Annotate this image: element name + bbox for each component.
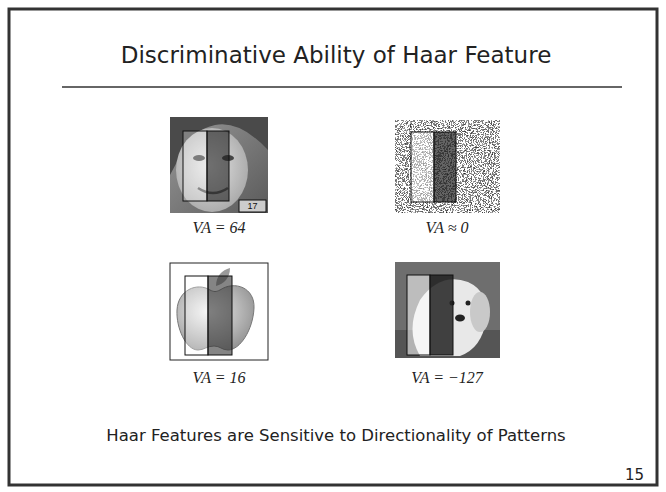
apple-image — [170, 263, 268, 360]
dog-image — [395, 262, 500, 358]
feature-value: VA ≈ 0 — [426, 219, 469, 237]
feature-value: VA = 16 — [193, 369, 246, 387]
slide-caption: Haar Features are Sensitive to Direction… — [106, 426, 565, 445]
feature-value: VA = −127 — [411, 369, 483, 387]
page-number: 15 — [625, 466, 644, 484]
title-rule — [62, 86, 622, 88]
noise-image — [395, 120, 500, 213]
face-image — [170, 117, 268, 213]
slide-title: Discriminative Ability of Haar Feature — [121, 42, 552, 68]
image-index: 17 — [247, 201, 257, 211]
slide-frame — [9, 9, 657, 485]
feature-value: VA = 64 — [193, 219, 246, 237]
